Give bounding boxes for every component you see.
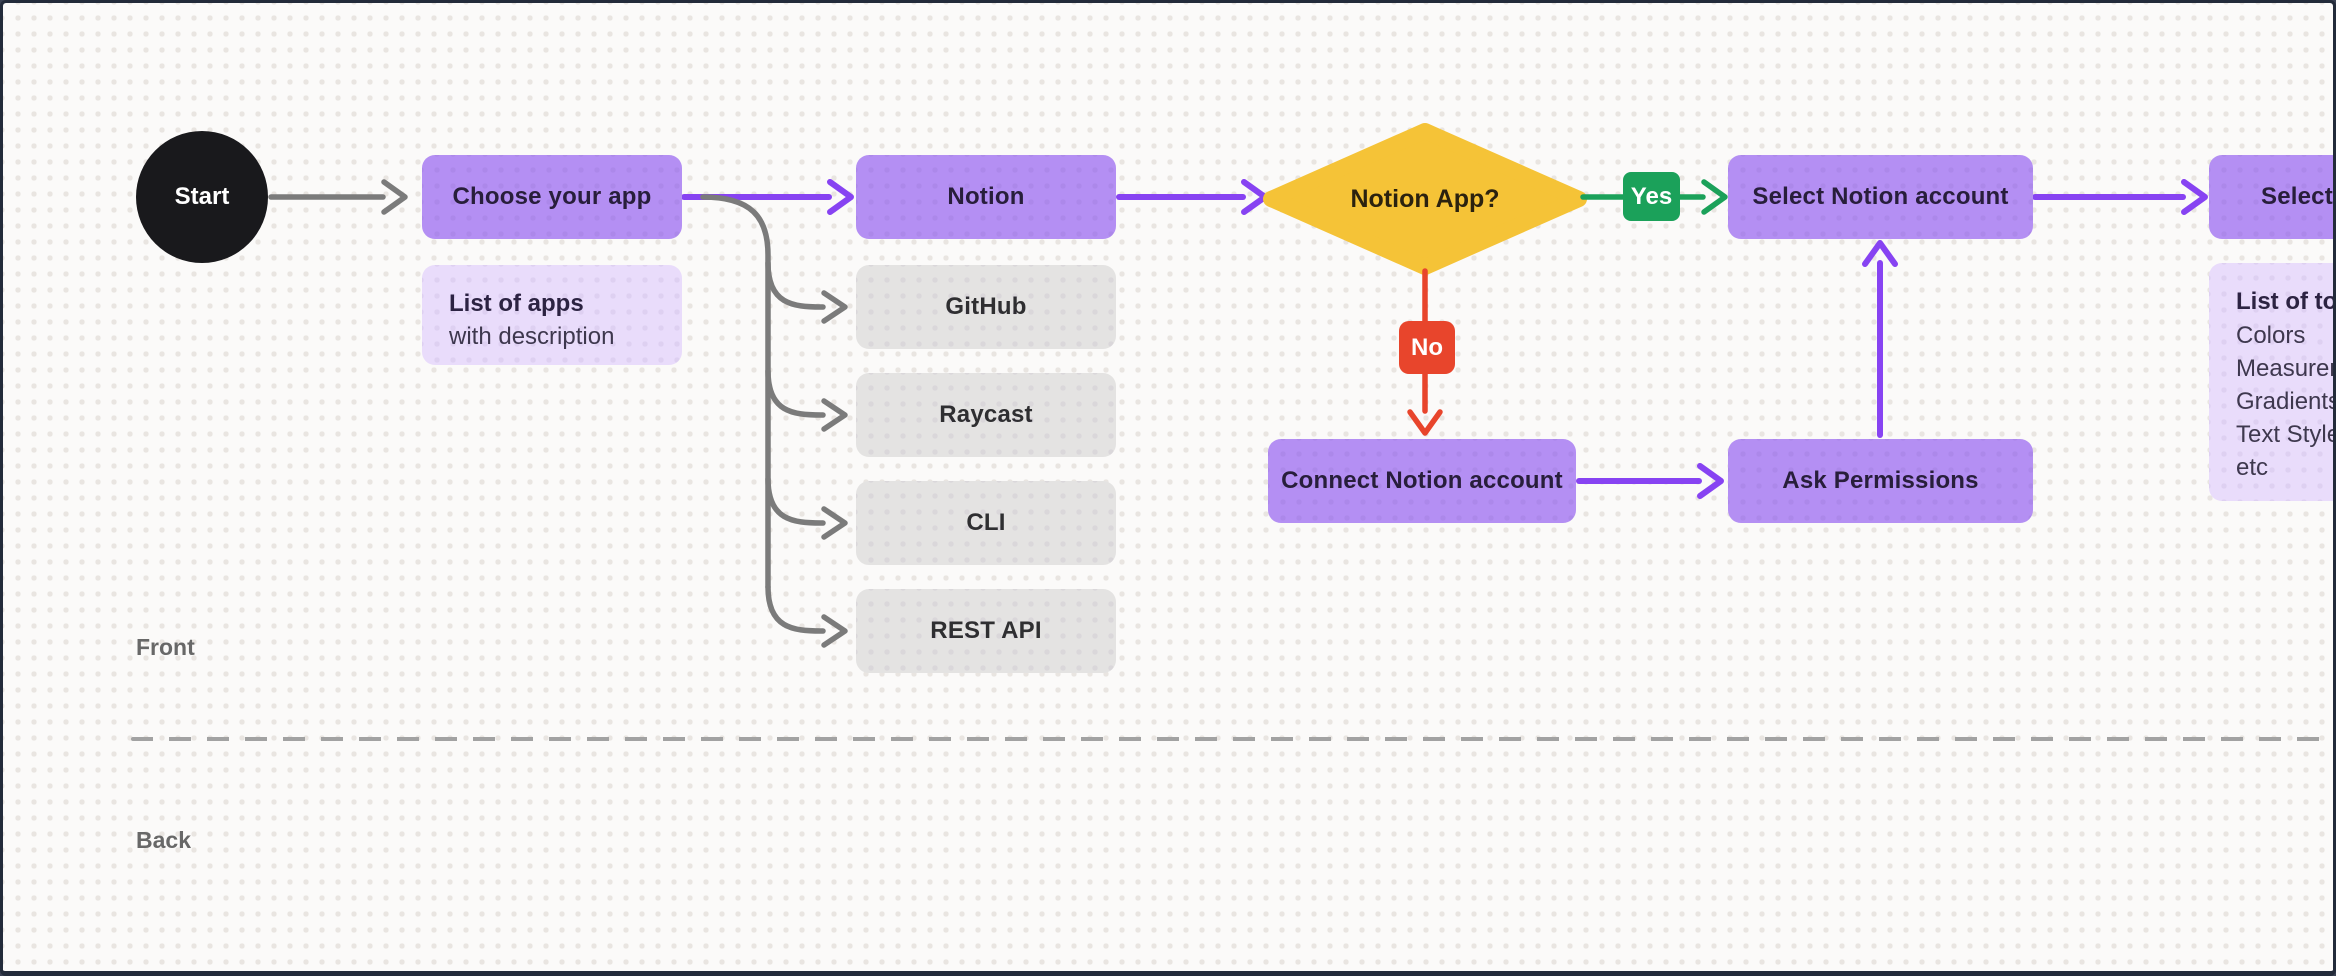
- connector-connect-to-ask-permissions[interactable]: [1576, 463, 1724, 499]
- connector-start-to-choose-app[interactable]: [268, 179, 408, 215]
- tokens-note-item: Gradients: [2236, 388, 2336, 415]
- apps-note-subtitle: with description: [449, 323, 615, 350]
- app-node-notion[interactable]: Notion: [856, 155, 1116, 239]
- front-section-label[interactable]: Front: [136, 634, 195, 660]
- arrowhead-icon: [821, 506, 848, 540]
- start-label: Start: [174, 183, 230, 210]
- select-account-label: Select Notion account: [1752, 183, 2009, 210]
- app-label: CLI: [966, 509, 1006, 536]
- connector-ask-permissions-to-select-account[interactable]: [1862, 240, 1898, 438]
- connector-select-account-to-next[interactable]: [2032, 179, 2208, 215]
- decision-diamond[interactable]: [1263, 123, 1587, 275]
- connector-notion-to-decision[interactable]: [1116, 179, 1268, 215]
- connector-choose-app-to-alternatives[interactable]: [700, 194, 848, 648]
- app-node-cli[interactable]: CLI: [856, 481, 1116, 565]
- connector-layer: [268, 123, 2208, 648]
- app-node-raycast[interactable]: Raycast: [856, 373, 1116, 457]
- app-label: GitHub: [945, 293, 1027, 320]
- tokens-note-title: List of tokens: [2236, 288, 2336, 315]
- ask-permissions-label: Ask Permissions: [1782, 467, 1979, 494]
- arrowhead-icon: [827, 179, 854, 215]
- select-next-label: Select: [2261, 183, 2333, 210]
- tokens-note[interactable]: List of tokens Colors Measurements Gradi…: [2209, 263, 2336, 501]
- arrowhead-icon: [1697, 463, 1724, 499]
- select-next-node[interactable]: Select: [2209, 155, 2333, 239]
- start-node[interactable]: Start: [136, 131, 268, 263]
- yes-badge[interactable]: Yes: [1623, 172, 1680, 221]
- app-label: Notion: [947, 183, 1025, 210]
- connect-account-label: Connect Notion account: [1281, 467, 1563, 494]
- arrowhead-icon: [1407, 409, 1443, 436]
- app-node-rest-api[interactable]: REST API: [856, 589, 1116, 673]
- arrowhead-icon: [1701, 179, 1728, 215]
- apps-note[interactable]: List of apps with description: [422, 265, 682, 365]
- choose-app-label: Choose your app: [452, 183, 652, 210]
- yes-badge-label: Yes: [1630, 182, 1673, 210]
- no-badge[interactable]: No: [1399, 321, 1455, 374]
- back-section-label[interactable]: Back: [136, 827, 191, 853]
- tokens-note-item: etc: [2236, 454, 2269, 481]
- app-node-github[interactable]: GitHub: [856, 265, 1116, 349]
- arrowhead-icon: [2181, 179, 2208, 215]
- arrowhead-icon: [821, 614, 848, 648]
- ask-permissions-node[interactable]: Ask Permissions: [1728, 439, 2033, 523]
- app-label: REST API: [930, 617, 1042, 644]
- arrowhead-icon: [1241, 179, 1268, 215]
- arrowhead-icon: [821, 398, 848, 432]
- tokens-note-item: Measurements: [2236, 355, 2333, 382]
- select-account-node[interactable]: Select Notion account: [1728, 155, 2033, 239]
- connect-account-node[interactable]: Connect Notion account: [1268, 439, 1576, 523]
- arrowhead-icon: [381, 179, 408, 215]
- tokens-note-item: Colors: [2236, 322, 2306, 349]
- section-divider[interactable]: [131, 737, 2333, 741]
- app-label: Raycast: [939, 401, 1033, 428]
- apps-note-title: List of apps: [449, 290, 584, 317]
- choose-app-node[interactable]: Choose your app: [422, 155, 682, 239]
- arrowhead-icon: [1862, 240, 1898, 267]
- no-badge-label: No: [1411, 333, 1443, 361]
- tokens-note-item: Text Styles: [2236, 421, 2333, 448]
- decision-label: Notion App?: [1350, 184, 1500, 213]
- arrowhead-icon: [821, 290, 848, 324]
